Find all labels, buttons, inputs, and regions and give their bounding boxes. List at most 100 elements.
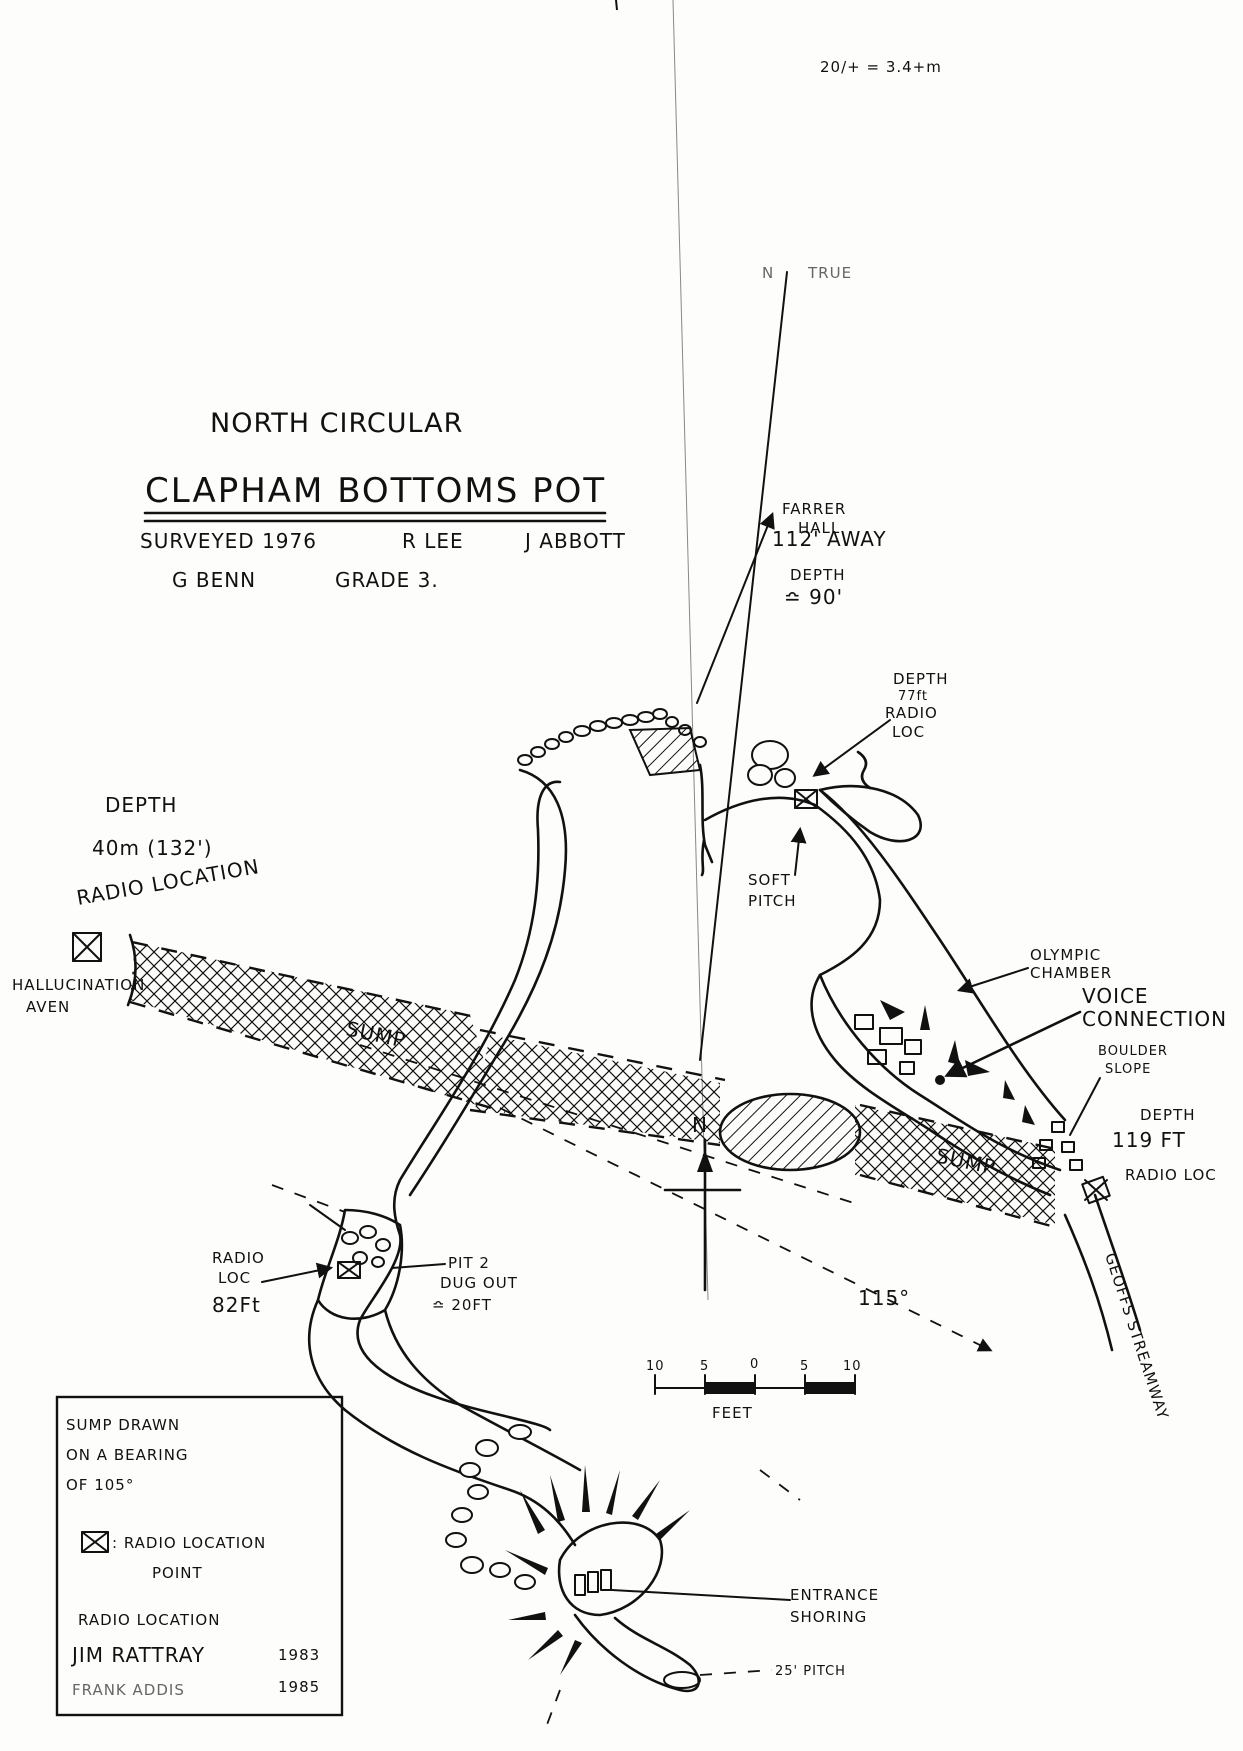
sump-dashed-boundary: [359, 1044, 861, 1206]
depth119-label-1: DEPTH: [1140, 1106, 1196, 1124]
grade: GRADE 3.: [335, 568, 439, 592]
depth77-label-4: LOC: [892, 723, 925, 741]
legend-credit-1-name: JIM RATTRAY: [70, 1643, 205, 1667]
legend-box: SUMP DRAWN ON A BEARING OF 105° : RADIO …: [55, 1395, 344, 1717]
hallucination-label-1: HALLUCINATION: [12, 976, 145, 994]
boulder-slope: [1032, 1121, 1083, 1171]
depth77-label-1: DEPTH: [893, 670, 949, 688]
bearing-label: 115°: [858, 1286, 910, 1310]
sump-band-west: [129, 940, 506, 1114]
entrance-label-1: ENTRANCE: [790, 1586, 879, 1604]
farrer-label-1: FARRER: [782, 500, 846, 518]
legend-line-3: OF 105°: [66, 1476, 134, 1494]
scale-tick-0: 10: [646, 1359, 665, 1374]
entrance-label-2: SHORING: [790, 1608, 867, 1626]
scale-tick-3: 5: [800, 1359, 809, 1374]
depth40-label-1: DEPTH: [105, 793, 177, 817]
radio82-label-2: LOC: [218, 1269, 251, 1287]
pitch-25-passage: [573, 1613, 700, 1693]
lower-passage-west: [307, 1298, 577, 1547]
map-title: CLAPHAM BOTTOMS POT: [145, 471, 606, 511]
scale-bar: 10 5 0 5 10 FEET: [646, 1357, 862, 1422]
depth119-label-2: 119 FT: [1112, 1128, 1186, 1152]
surveyor-1: R LEE: [402, 529, 464, 553]
entrance-shoring: [505, 1465, 690, 1675]
voice-connection-point: [935, 1075, 945, 1085]
boulder-label-2: SLOPE: [1105, 1062, 1151, 1077]
scale-tick-1: 5: [700, 1359, 709, 1374]
scale-tick-4: 10: [843, 1359, 862, 1374]
radio-location-marker-77: [794, 789, 818, 809]
olympic-label-1: OLYMPIC: [1030, 946, 1101, 964]
radio-location-marker-hallucination: [72, 932, 102, 962]
olympic-chamber-outline: [818, 973, 1062, 1172]
depth77-label-3: RADIO: [885, 704, 938, 722]
farrer-label-2: HALL: [798, 519, 840, 537]
rock-rubble-top: [517, 708, 707, 766]
true-north-n-label: N: [762, 264, 774, 282]
sump-band-central: [469, 1028, 726, 1147]
voice-label-2: CONNECTION: [1082, 1007, 1227, 1031]
radio82-label-1: RADIO: [212, 1249, 265, 1267]
olympic-passage-east: [818, 788, 1067, 1122]
side-loop: [818, 784, 922, 843]
pit2-rocks: [341, 1225, 391, 1268]
sump-pool-ellipse: [718, 1092, 862, 1172]
radio-location-marker-82: [337, 1261, 361, 1279]
farrer-label-3: 112' AWAY: [772, 527, 887, 551]
scale-unit: FEET: [712, 1404, 753, 1422]
title-line1: NORTH CIRCULAR: [210, 408, 463, 439]
legend-credit-heading: RADIO LOCATION: [78, 1611, 220, 1629]
legend-symbol-label-2: POINT: [152, 1564, 203, 1582]
hatched-pitch-top: [628, 726, 702, 777]
magnetic-north-label: N: [692, 1113, 708, 1137]
magnetic-north-arrow: N: [663, 1113, 742, 1292]
pit2-label-2: DUG OUT: [440, 1274, 518, 1292]
geoffs-streamway-west: [1063, 1213, 1114, 1352]
lower-passage-east: [383, 1308, 582, 1472]
pit2-label-3: ≏ 20FT: [432, 1296, 492, 1314]
depth40-label-2: 40m (132'): [92, 836, 213, 860]
main-passage-west-wall: [356, 780, 562, 1432]
farrer-hall-arrow: [696, 512, 775, 704]
legend-credit-2-year: 1985: [278, 1678, 320, 1696]
boulder-label-1: BOULDER: [1098, 1044, 1168, 1059]
header-note: 20/+ = 3.4+m: [820, 58, 942, 76]
lower-passage-rocks: [445, 1424, 536, 1590]
true-north-line: N TRUE: [699, 264, 852, 1061]
legend-credit-1-year: 1983: [278, 1646, 320, 1664]
legend-symbol-label-1: : RADIO LOCATION: [112, 1534, 266, 1552]
title-block: NORTH CIRCULAR CLAPHAM BOTTOMS POT SURVE…: [140, 408, 626, 592]
soft-pitch-label-1: SOFT: [748, 871, 791, 889]
scale-tick-2: 0: [750, 1357, 759, 1372]
depth40-label-3: RADIO LOCATION: [75, 854, 262, 910]
olympic-boulders: [854, 1000, 1035, 1125]
surveyed-year: SURVEYED 1976: [140, 529, 317, 553]
radio-location-marker-119: [1081, 1175, 1111, 1205]
pit2-label-1: PIT 2: [448, 1254, 490, 1272]
legend-radio-symbol: [81, 1531, 109, 1553]
depth90-label-2: ≏ 90': [784, 585, 843, 609]
pitch25-label: 25' PITCH: [775, 1664, 846, 1679]
boulders-depth77: [747, 740, 796, 788]
voice-label-1: VOICE: [1082, 984, 1149, 1008]
upper-squiggle: [856, 750, 872, 790]
geoffs-streamway-label: GEOFFS STREAMWAY: [1101, 1251, 1172, 1422]
surveyor-2: J ABBOTT: [523, 529, 626, 553]
hallucination-label-2: AVEN: [26, 998, 70, 1016]
true-north-label: TRUE: [807, 264, 852, 282]
bearing-line: [499, 1107, 993, 1352]
depth119-label-3: RADIO LOC: [1125, 1166, 1217, 1184]
legend-line-1: SUMP DRAWN: [66, 1416, 180, 1434]
geoffs-streamway-east: [1093, 1193, 1142, 1332]
sump-band-east: [855, 1103, 1061, 1229]
radio82-label-3: 82Ft: [212, 1293, 261, 1317]
depth90-label-1: DEPTH: [790, 566, 846, 584]
legend-line-2: ON A BEARING: [66, 1446, 189, 1464]
depth77-label-2: 77ft: [898, 689, 928, 704]
main-passage-east-wall: [408, 768, 568, 1197]
soft-pitch-label-2: PITCH: [748, 892, 797, 910]
surveyor-3: G BENN: [172, 568, 256, 592]
olympic-label-2: CHAMBER: [1030, 964, 1112, 982]
